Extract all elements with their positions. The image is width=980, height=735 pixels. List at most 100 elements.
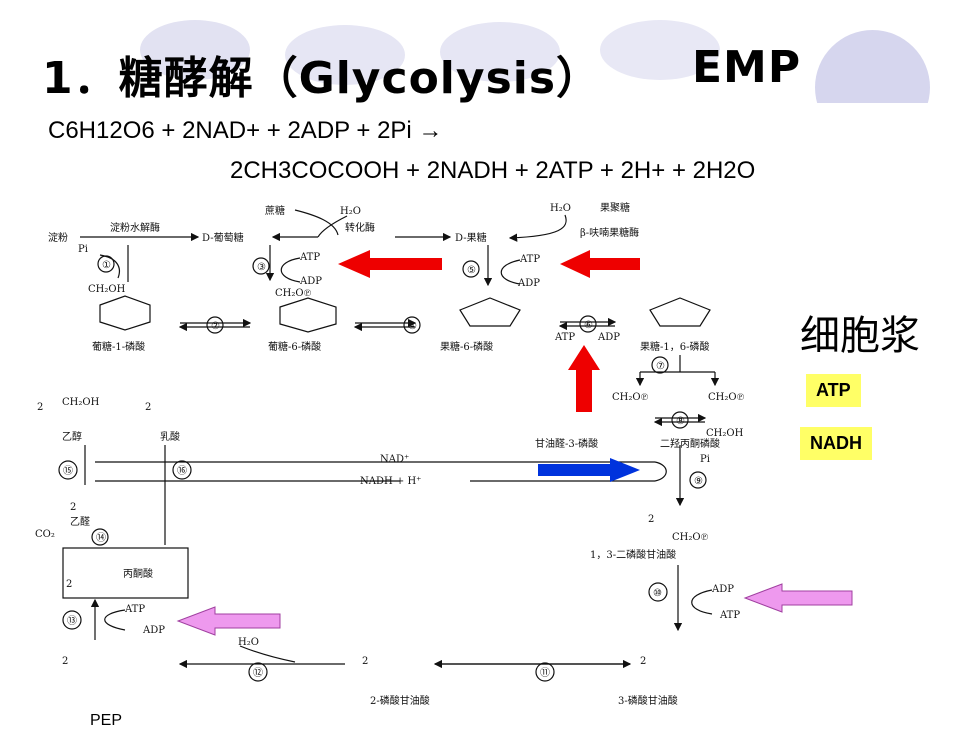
pyruvate-coeff: 2 — [66, 579, 72, 590]
sucrose-curve — [294, 209, 339, 236]
pi-label-1: Pi — [78, 244, 88, 255]
step-2-circle — [206, 316, 224, 334]
nadh-label: NADH + H⁺ — [360, 476, 421, 487]
step-12-label: ⑫ — [253, 667, 263, 679]
step5-adp: ADP — [517, 278, 540, 289]
sucrose-label: 蔗糖 — [265, 204, 285, 217]
step-13-circle — [62, 610, 82, 630]
fbp-structure: 果糖-1，6-磷酸 — [640, 297, 711, 353]
g3p-ch2op: CH₂O℗ — [612, 392, 649, 403]
red-arrow-atp-1 — [338, 250, 442, 278]
step-16-label: ⑯ — [177, 465, 187, 477]
step13-atp: ATP — [124, 604, 145, 615]
title-text: 1．糖酵解（Glycolysis） — [42, 53, 602, 104]
bpg-ch2op: CH₂O℗ — [672, 532, 709, 543]
g3p-label: 甘油醛-3-磷酸 — [535, 437, 598, 450]
step-7-circle — [651, 356, 669, 374]
ethanol-coeff: 2 — [37, 402, 43, 413]
pep-coeff: 2 — [62, 656, 68, 667]
location-label: 细胞浆 — [800, 313, 920, 359]
step-14-circle — [91, 528, 109, 546]
dhap-ch2op: CH₂O℗ — [708, 392, 745, 403]
decor-circle — [140, 20, 250, 80]
fructan-arrow — [508, 214, 567, 242]
g6p-structure: CH₂O℗ 葡糖-6-磷酸 — [268, 288, 337, 353]
step-5-circle — [462, 260, 480, 278]
step-11-label: ⑪ — [540, 667, 550, 679]
fbp-label: 果糖-1，6-磷酸 — [640, 340, 709, 353]
g1p-label: 葡糖-1-磷酸 — [92, 340, 145, 353]
step-15-label: ⑮ — [63, 465, 73, 477]
step-3-circle — [252, 257, 270, 275]
dhap-label: 二羟丙酮磷酸 — [660, 437, 720, 450]
bpg13-label: 1，3-二磷酸甘油酸 — [590, 548, 676, 561]
step13-curve — [104, 609, 126, 631]
lactate-label: 乳酸 — [160, 430, 180, 443]
pink-arrow-atp-1 — [743, 583, 853, 613]
f6p-label: 果糖-6-磷酸 — [440, 340, 493, 353]
step6-adp: ADP — [597, 332, 620, 343]
invertase-label: 转化酶 — [345, 221, 375, 234]
step-16-circle — [172, 460, 192, 480]
g1p-ch2oh: CH₂OH — [88, 284, 126, 295]
ethanol-label: 乙醇 — [62, 430, 82, 443]
step10-atp: ATP — [719, 610, 740, 621]
atp-badge: ATP — [806, 374, 861, 407]
step12-water-curve — [239, 645, 296, 663]
nad-label: NAD⁺ — [380, 454, 409, 465]
h2o-label-1: H₂O — [340, 206, 361, 217]
step-10-label: ⑩ — [653, 588, 662, 599]
step-8-circle — [671, 411, 689, 429]
step3-curve — [280, 257, 301, 283]
equation-line-2: 2CH3COCOOH + 2NADH + 2ATP + 2H+ + 2H2O — [230, 157, 756, 184]
blue-arrow-nadh — [538, 458, 640, 482]
bpg-coeff: 2 — [648, 514, 654, 525]
acetaldehyde-coeff: 2 — [70, 502, 76, 513]
g6p-label: 葡糖-6-磷酸 — [268, 340, 321, 353]
decor-circle — [600, 20, 720, 80]
decor-circle — [440, 22, 560, 82]
step-4-label: ④ — [408, 321, 417, 332]
red-arrow-atp-2 — [560, 250, 640, 278]
g6p-ch2op: CH₂O℗ — [275, 288, 312, 299]
co2-label: CO₂ — [35, 529, 55, 540]
pg2-coeff: 2 — [362, 656, 368, 667]
step-5-label: ⑤ — [467, 265, 476, 276]
nadh-badge: NADH — [800, 427, 872, 460]
step13-adp: ADP — [142, 625, 165, 636]
pi-label-9: Pi — [700, 454, 710, 465]
acetaldehyde-label: 乙醛 — [70, 515, 90, 528]
pg3-label: 3-磷酸甘油酸 — [618, 694, 678, 707]
title-emp: EMP — [692, 42, 802, 93]
g1p-structure: CH₂OH 葡糖-1-磷酸 — [88, 284, 151, 353]
h2o-label-2: H₂O — [550, 203, 571, 214]
pyruvate-box — [62, 547, 189, 599]
step-3-label: ③ — [257, 262, 266, 273]
decor-circle — [285, 25, 405, 85]
nad-loop — [654, 461, 667, 482]
step-4-circle — [403, 316, 421, 334]
amylase-label: 淀粉水解酶 — [110, 221, 160, 234]
step10-adp: ADP — [711, 584, 734, 595]
step-11-circle — [535, 662, 555, 682]
pg2-label: 2-磷酸甘油酸 — [370, 694, 430, 707]
step-1-circle — [97, 255, 115, 273]
page-title: 1．糖酵解（Glycolysis） EMP — [42, 42, 800, 106]
step-15-circle — [58, 460, 78, 480]
step6-atp: ATP — [554, 332, 575, 343]
h2o-curve-1 — [317, 215, 348, 238]
ethanol-ch2oh: CH₂OH — [62, 397, 100, 408]
pink-arrow-atp-2 — [176, 606, 281, 636]
pg3-coeff: 2 — [640, 656, 646, 667]
fructan-label: 果聚糖 — [600, 201, 630, 214]
step-6-circle — [579, 315, 597, 333]
fructofuranosidase-label: β-呋喃果糖酶 — [580, 226, 639, 239]
step-13-label: ⑬ — [67, 615, 77, 627]
step-6-label: ⑥ — [584, 320, 593, 331]
step-9-label: ⑨ — [694, 476, 703, 487]
decor-mask — [780, 103, 940, 163]
step3-atp: ATP — [299, 252, 320, 263]
step-8-label: ⑧ — [676, 416, 685, 427]
f6p-structure: 果糖-6-磷酸 — [440, 297, 521, 353]
step-7-label: ⑦ — [656, 361, 665, 372]
